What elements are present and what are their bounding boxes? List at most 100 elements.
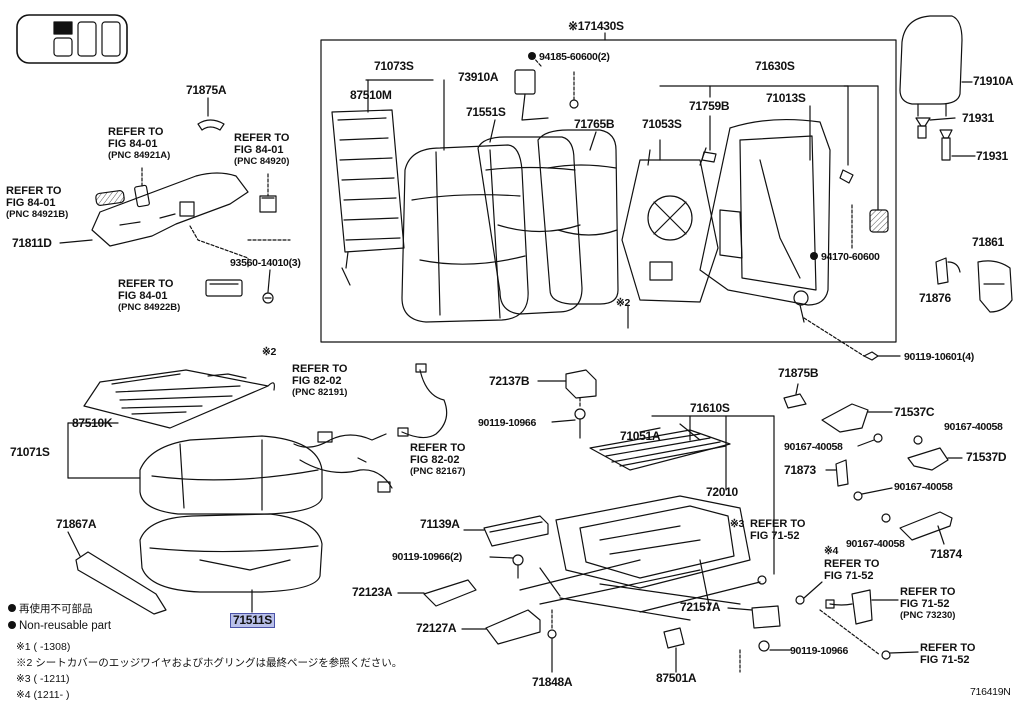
nut-x3	[757, 575, 767, 585]
note-4: ※4 (1211- )	[16, 689, 70, 701]
ref-line-2: FIG 71-52	[900, 598, 950, 610]
label-72123a: 72123A	[352, 585, 393, 599]
label-note4: ※4	[824, 545, 839, 557]
label-71875b: 71875B	[778, 366, 819, 380]
screw-93560	[262, 269, 274, 304]
cover-71139a	[463, 515, 549, 547]
label-73910a: 73910A	[458, 70, 499, 84]
sensor-87501a	[663, 627, 685, 673]
hinge-cover-71876	[935, 257, 961, 285]
legend-en-text: Non-reusable part	[19, 620, 112, 632]
label-71053s: 71053S	[642, 117, 682, 131]
label-71430s: ※171430S	[568, 19, 624, 33]
label-71874: 71874	[930, 547, 962, 561]
ref-line-1: REFER TO	[292, 363, 348, 375]
label-71610s: 71610S	[690, 401, 730, 415]
wire-harness-82191	[293, 431, 393, 493]
ref-fig-71-52-b[interactable]: REFER TO FIG 71-52	[824, 558, 879, 582]
ref-pnc-84921b[interactable]: REFER TO FIG 84-01 (PNC 84921B)	[6, 185, 68, 221]
seatback-panel-71765b	[537, 129, 619, 305]
ref-line-2: FIG 82-02	[292, 375, 342, 387]
ref-pnc-84922b[interactable]: REFER TO FIG 84-01 (PNC 84922B)	[118, 278, 180, 314]
label-71511s-highlighted[interactable]: 71511S	[230, 613, 275, 628]
ref-pnc-82191[interactable]: REFER TO FIG 82-02 (PNC 82191)	[292, 363, 347, 399]
seatback-group-box	[320, 39, 897, 343]
ref-line-1: REFER TO	[108, 126, 164, 138]
label-71071s: 71071S	[10, 445, 50, 459]
ref-line-2: FIG 84-01	[108, 138, 158, 150]
bolt-90167-a	[873, 433, 883, 443]
label-94185: 94185-60600(2)	[528, 51, 610, 63]
ref-pnc-84920[interactable]: REFER TO FIG 84-01 (PNC 84920)	[234, 132, 289, 168]
ref-line-3: (PNC 84922B)	[118, 302, 181, 313]
cover-72123a	[397, 579, 477, 607]
headrest-71910a	[899, 15, 973, 117]
pin-71848a	[547, 609, 557, 673]
label-94170: 94170-60600	[810, 251, 880, 263]
ref-line-2: FIG 71-52	[750, 530, 800, 542]
label-71876: 71876	[919, 291, 951, 305]
ref-line-1: REFER TO	[234, 132, 290, 144]
shield-71811d	[59, 167, 249, 247]
label-71139a: 71139A	[420, 517, 460, 531]
hog-ring-2	[267, 382, 275, 391]
label-71867a: 71867A	[56, 517, 97, 531]
knob-84921b	[95, 190, 125, 206]
label-71811d: 71811D	[12, 236, 52, 250]
label-90167-a: 90167-40058	[784, 441, 843, 453]
bolt-90119-10966-2	[489, 554, 524, 579]
ref-pnc-73230[interactable]: REFER TO FIG 71-52 (PNC 73230)	[900, 586, 955, 622]
label-87510m: 87510M	[350, 88, 392, 102]
cushion-cover-71071s	[67, 435, 323, 515]
cover-71861	[977, 260, 1013, 313]
lumbar-73910a	[514, 56, 579, 121]
hook-71875b	[783, 383, 807, 409]
non-reusable-dot-icon	[528, 52, 536, 60]
label-94170-text: 94170-60600	[821, 251, 880, 263]
ref-fig-71-52-c[interactable]: REFER TO FIG 71-52	[920, 642, 975, 666]
label-71051a: 71051A	[620, 429, 661, 443]
seatback-pad-71551s	[477, 136, 583, 315]
cushion-springs-71051a	[589, 423, 731, 471]
seatback-frame-71630s	[699, 118, 889, 323]
ref-pnc-84921a[interactable]: REFER TO FIG 84-01 (PNC 84921A)	[108, 126, 170, 162]
label-71861: 71861	[972, 235, 1004, 249]
ref-line-1: REFER TO	[118, 278, 174, 290]
seat-belt-buckle	[819, 589, 919, 660]
seatback-plate-71053s	[621, 147, 719, 303]
label-87510k: 87510K	[72, 416, 113, 430]
ref-fig-71-52-a[interactable]: REFER TO FIG 71-52	[750, 518, 805, 542]
ref-line-1: REFER TO	[750, 518, 806, 530]
headrest-guide-71931	[915, 117, 976, 161]
cover-72157a	[727, 605, 781, 629]
legend-jp-text: 再使用不可部品	[19, 603, 93, 615]
ref-line-2: FIG 71-52	[824, 570, 874, 582]
ref-line-3: (PNC 84920)	[234, 156, 290, 167]
label-71073s: 71073S	[374, 59, 414, 73]
seat-frame-72010	[519, 495, 761, 621]
cushion-heater-87510k	[67, 369, 269, 479]
bracket-71537c	[821, 403, 893, 433]
label-71873: 71873	[784, 463, 816, 477]
label-71875a: 71875A	[186, 83, 227, 97]
bolt-90167-c	[853, 491, 863, 501]
ref-line-2: FIG 82-02	[410, 454, 460, 466]
label-90119-10601: 90119-10601(4)	[904, 351, 974, 363]
ref-line-3: (PNC 82191)	[292, 387, 348, 398]
bracket-72137b	[537, 369, 597, 399]
seatback-cover-71073s	[401, 144, 529, 323]
switch-84920	[259, 173, 277, 213]
legend-nonreusable-en: Non-reusable part	[8, 620, 111, 632]
ref-line-1: REFER TO	[824, 558, 880, 570]
bracket-71874	[899, 511, 953, 545]
note-1: ※1 ( -1308)	[16, 641, 71, 653]
wire-harness-82167	[397, 363, 448, 439]
label-71848a: 71848A	[532, 675, 573, 689]
hook-71875a	[197, 97, 225, 131]
ref-line-3: (PNC 84921A)	[108, 150, 171, 161]
label-72010: 72010	[706, 485, 738, 499]
ref-pnc-82167[interactable]: REFER TO FIG 82-02 (PNC 82167)	[410, 442, 465, 478]
ref-line-1: REFER TO	[6, 185, 62, 197]
ref-line-2: FIG 84-01	[234, 144, 284, 156]
note-2: ※2 シートカバーのエッジワイヤおよびホグリングは最終ページを参照ください。	[16, 657, 403, 669]
